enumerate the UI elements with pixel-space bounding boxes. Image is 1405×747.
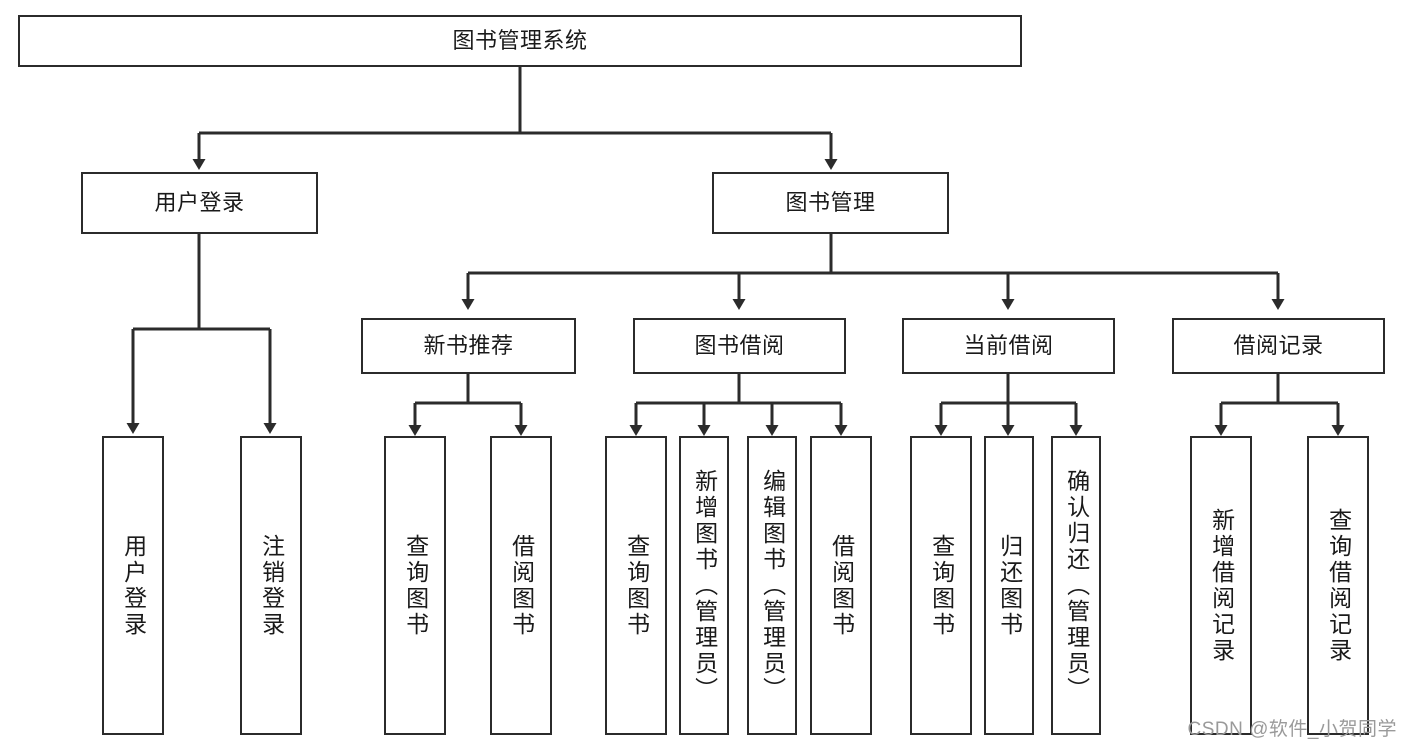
node-label: 新增图书（管理员） — [691, 468, 718, 703]
node-label: 查询借阅记录 — [1325, 507, 1352, 664]
leaf-logout[interactable]: 注销登录 — [240, 436, 302, 735]
node-label: 借阅记录 — [1233, 333, 1324, 359]
watermark: CSDN @软件_小贺同学 — [1187, 719, 1397, 740]
node-label: 新书推荐 — [423, 333, 514, 359]
leaf-user-login[interactable]: 用户登录 — [102, 436, 164, 735]
node-new-book-recommend[interactable]: 新书推荐 — [361, 318, 576, 374]
node-label: 借阅图书 — [828, 533, 855, 638]
node-label: 查询图书 — [928, 533, 955, 638]
node-user-login[interactable]: 用户登录 — [81, 172, 318, 234]
node-current-borrow[interactable]: 当前借阅 — [902, 318, 1115, 374]
node-book-management[interactable]: 图书管理 — [712, 172, 949, 234]
node-label: 借阅图书 — [508, 533, 535, 638]
node-label: 查询图书 — [402, 533, 429, 638]
node-book-borrow[interactable]: 图书借阅 — [633, 318, 846, 374]
leaf-edit-book-admin[interactable]: 编辑图书（管理员） — [747, 436, 797, 735]
node-borrow-records[interactable]: 借阅记录 — [1172, 318, 1385, 374]
node-label: 图书管理 — [785, 190, 876, 216]
node-label: 新增借阅记录 — [1208, 507, 1235, 664]
node-label: 图书借阅 — [694, 333, 785, 359]
node-label: 当前借阅 — [963, 333, 1054, 359]
leaf-borrow-books-recommend[interactable]: 借阅图书 — [490, 436, 552, 735]
node-label: 图书管理系统 — [452, 28, 588, 54]
leaf-query-books-current[interactable]: 查询图书 — [910, 436, 972, 735]
node-label: 确认归还（管理员） — [1063, 468, 1090, 703]
node-label: 查询图书 — [623, 533, 650, 638]
node-root-book-management-system[interactable]: 图书管理系统 — [18, 15, 1022, 67]
node-label: 用户登录 — [120, 533, 147, 638]
node-label: 归还图书 — [996, 533, 1023, 638]
leaf-query-books-borrow[interactable]: 查询图书 — [605, 436, 667, 735]
leaf-confirm-return-admin[interactable]: 确认归还（管理员） — [1051, 436, 1101, 735]
leaf-add-book-admin[interactable]: 新增图书（管理员） — [679, 436, 729, 735]
node-label: 编辑图书（管理员） — [759, 468, 786, 703]
node-label: 用户登录 — [154, 190, 245, 216]
leaf-add-borrow-record[interactable]: 新增借阅记录 — [1190, 436, 1252, 735]
node-label: 注销登录 — [258, 533, 285, 638]
leaf-borrow-books[interactable]: 借阅图书 — [810, 436, 872, 735]
leaf-query-books-recommend[interactable]: 查询图书 — [384, 436, 446, 735]
leaf-query-borrow-record[interactable]: 查询借阅记录 — [1307, 436, 1369, 735]
leaf-return-books[interactable]: 归还图书 — [984, 436, 1034, 735]
